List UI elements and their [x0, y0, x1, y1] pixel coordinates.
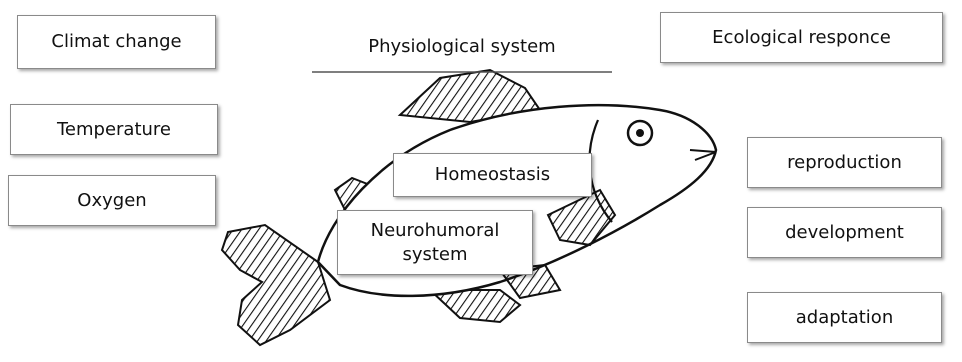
oxygen-box: Oxygen [8, 175, 216, 226]
temperature-label: Temperature [57, 118, 171, 142]
tail-fin [222, 225, 330, 345]
temperature-box: Temperature [10, 104, 218, 155]
reproduction-label: reproduction [787, 151, 902, 175]
physiological-system-label: Physiological system [312, 36, 612, 57]
homeostasis-label: Homeostasis [435, 163, 550, 187]
development-label: development [785, 221, 904, 245]
development-box: development [747, 207, 942, 258]
neurohumoral-system-label: Neurohumoral system [371, 219, 500, 267]
homeostasis-box: Homeostasis [393, 153, 592, 197]
ecological-responce-label: Ecological responce [712, 26, 891, 50]
climat-change-box: Climat change [17, 15, 216, 69]
adaptation-label: adaptation [796, 306, 893, 330]
neurohumoral-system-box: Neurohumoral system [337, 210, 533, 275]
climat-change-label: Climat change [51, 30, 181, 54]
ecological-responce-box: Ecological responce [660, 12, 943, 63]
adaptation-box: adaptation [747, 292, 942, 343]
oxygen-label: Oxygen [77, 189, 146, 213]
reproduction-box: reproduction [747, 137, 942, 188]
